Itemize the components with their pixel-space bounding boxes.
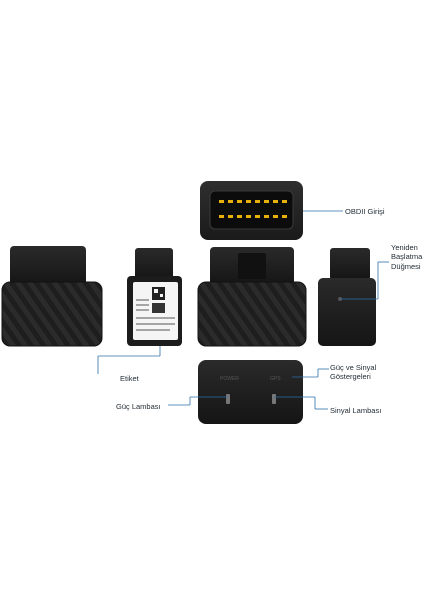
device-front-view [197, 247, 307, 347]
label-power-lamp: Güç Lambası [116, 402, 161, 411]
device-label-side [127, 248, 182, 346]
device-side-view-left [1, 246, 103, 347]
qr-code-icon [152, 287, 165, 300]
connector-pins-row-bottom [219, 215, 287, 218]
label-obd-input: OBDII Girişi [345, 207, 385, 216]
label-power-signal-indicators: Güç ve Sinyal Göstergeleri [330, 363, 377, 382]
barcode-icon [152, 303, 165, 313]
connector-pins-row-top [219, 200, 287, 203]
obd-connector-top-view [200, 181, 303, 240]
label-sticker: Etiket [120, 374, 139, 383]
device-reset-side [318, 248, 376, 346]
signal-led-icon [272, 394, 276, 404]
gps-text: GPS [270, 376, 281, 382]
label-signal-lamp: Sinyal Lambası [330, 406, 382, 415]
leader-lines [97, 210, 389, 410]
power-text: POWER [220, 376, 239, 382]
label-reset-button: Yeniden Başlatma Düğmesi [391, 243, 423, 271]
device-indicator-view: POWER GPS [198, 360, 303, 424]
power-led-icon [226, 394, 230, 404]
